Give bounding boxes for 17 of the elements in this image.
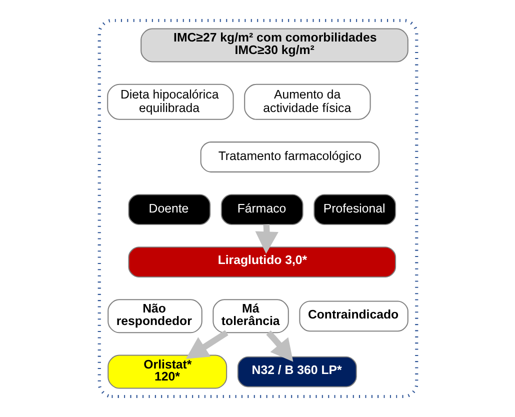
node-box: N32 / B 360 LP* [236, 356, 356, 388]
arrow [185, 330, 228, 359]
node-box: Má tolerância [212, 299, 288, 334]
node-box: Doente [128, 194, 210, 225]
node-box: Não respondedor [107, 299, 202, 334]
node-box: Orlistat* 120* [107, 354, 227, 389]
node-box: Dieta hipocalórica equilibrada [106, 84, 234, 120]
node-box: Profesional [313, 194, 396, 225]
node-box: Tratamento farmacológico [200, 142, 380, 172]
node-box: Fármaco [220, 194, 303, 225]
node-box: IMC≥27 kg/m² com comorbilidades IMC≥30 kg/m² [140, 28, 408, 62]
arrow [254, 224, 278, 254]
node-box: Liraglutido 3,0* [128, 246, 396, 278]
node-box: Contraindicado [298, 300, 408, 332]
arrow [266, 330, 293, 362]
cluster [97, 18, 418, 398]
node-box: Aumento da actividade física [244, 84, 370, 120]
